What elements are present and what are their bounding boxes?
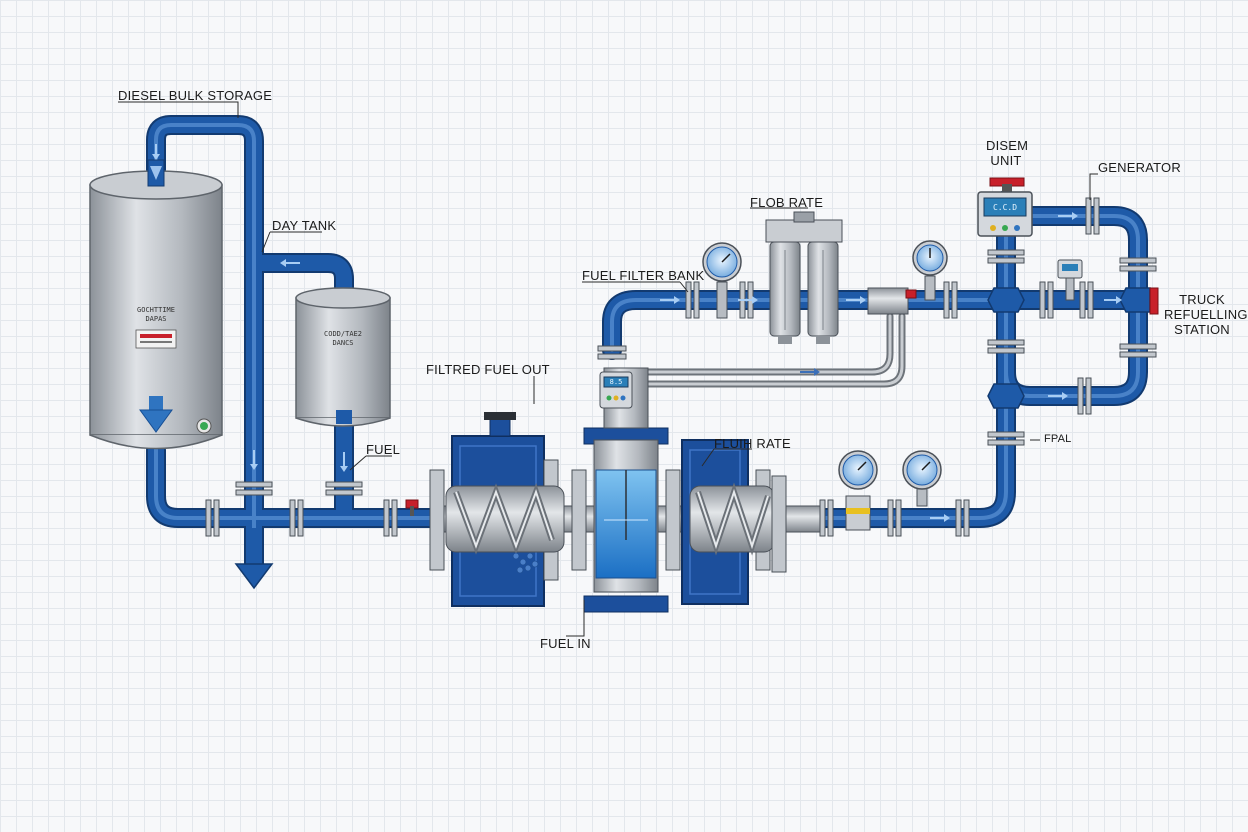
disem-unit-label: DISEM UNIT: [986, 138, 1029, 168]
control-unit-display: C.C.D: [992, 203, 1018, 212]
fuel-filter-bank-label: FUEL FILTER BANK: [582, 268, 705, 283]
fluid-rate-label: FLUIH RATE: [714, 436, 791, 451]
label-leader-lines: [118, 101, 1098, 637]
day-tank: [295, 287, 391, 427]
filtred-fuel-out-label: FILTRED FUEL OUT: [426, 362, 550, 377]
pressure-gauge: [838, 450, 878, 531]
bulk-tank-plate-line1: GOCHTTIME: [137, 306, 175, 314]
tank-status-indicator: [196, 418, 212, 434]
instrument-tubing: [626, 312, 906, 388]
disem-unit-label-line1: DISEM: [986, 138, 1029, 153]
truck-label-line1: TRUCK: [1179, 292, 1225, 307]
pipe-flanges: [205, 197, 1157, 537]
pipe-network: [146, 115, 1148, 580]
fuel-filter-bank: [765, 211, 843, 344]
diesel-bulk-storage-label: DIESEL BULK STORAGE: [118, 88, 273, 103]
diesel-bulk-storage-tank: [89, 159, 223, 450]
generator-label: GENERATOR: [1098, 160, 1181, 175]
fuel-in-label: FUEL IN: [540, 636, 591, 651]
day-tank-plate: CODD/TAE2 DANCS: [313, 330, 373, 348]
truck-refuelling-station-label: TRUCK REFUELLING STATION: [1164, 292, 1248, 337]
fuel-valve: [405, 499, 419, 516]
pipe-junctions: [987, 287, 1151, 409]
day-tank-plate-line1: CODD/TAE2: [324, 330, 362, 338]
day-tank-label: DAY TANK: [272, 218, 337, 233]
flow-indicator: [1057, 259, 1083, 301]
disem-unit-label-line2: UNIT: [990, 153, 1022, 168]
pump-filter-assembly: [429, 367, 821, 613]
tank-level-down-arrow: [139, 396, 173, 433]
flow-meter-display: 8.5: [609, 378, 623, 386]
pressure-gauge: [912, 240, 948, 301]
truck-label-line3: STATION: [1174, 322, 1230, 337]
top-line-valve-block: [867, 287, 917, 315]
fpal-label: FPAL: [1044, 433, 1072, 445]
pressure-gauge: [902, 450, 942, 507]
flow-direction-arrows: [152, 144, 1122, 522]
flow-meter: [599, 371, 633, 409]
drain-arrow: [234, 528, 274, 590]
pressure-gauge: [702, 242, 742, 319]
flow-rate-label: FLOB RATE: [750, 195, 824, 210]
bulk-tank-plate: GOCHTTIME DAPAS: [126, 306, 186, 324]
day-tank-plate-line2: DANCS: [332, 339, 354, 347]
fuel-label: FUEL: [366, 442, 401, 457]
truck-outlet-valve: [1149, 287, 1159, 315]
control-unit: [977, 177, 1033, 237]
truck-label-line2: REFUELLING: [1164, 307, 1248, 322]
bulk-tank-plate-line2: DAPAS: [145, 315, 167, 323]
